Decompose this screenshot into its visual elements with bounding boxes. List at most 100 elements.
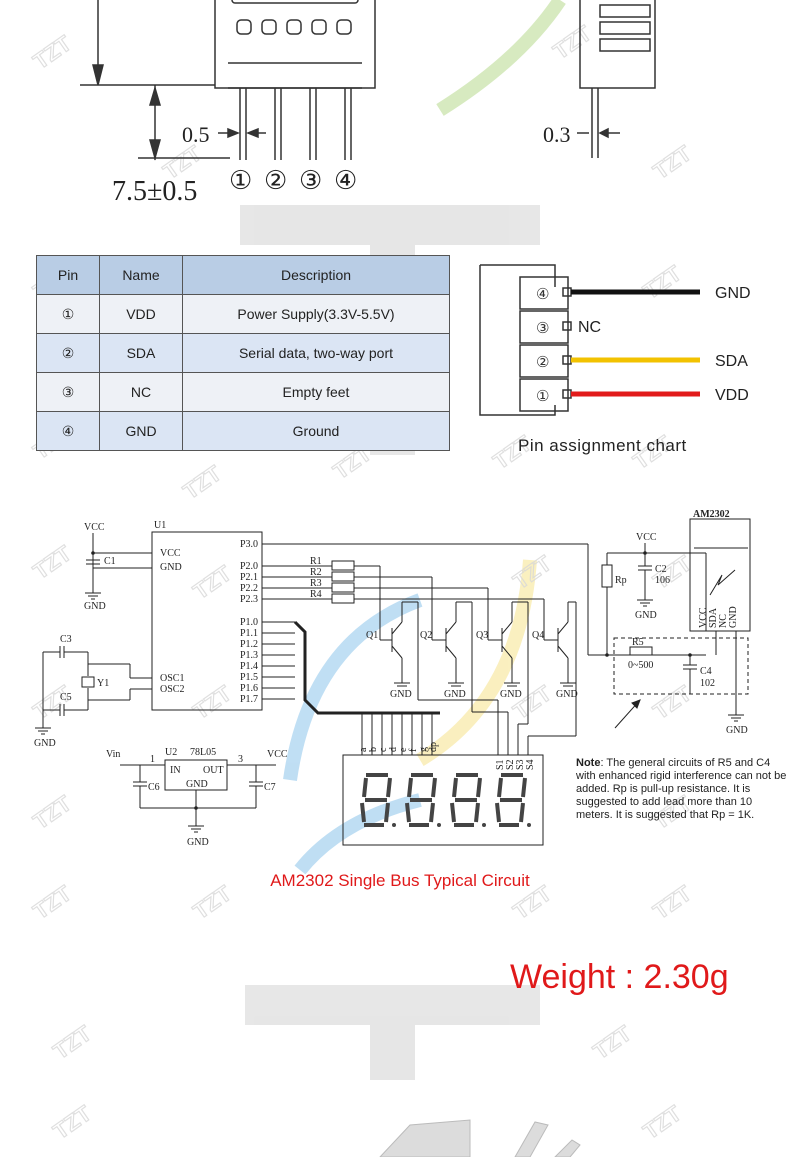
q2-label: Q2 [420, 630, 432, 641]
gnd-label-q3: GND [500, 689, 522, 700]
u2-pin1: 1 [150, 754, 155, 765]
note-text: : The general circuits of R5 and C4 with… [576, 757, 787, 821]
vcc-label-left: VCC [84, 522, 105, 533]
rp-label: Rp [615, 575, 627, 586]
gnd-label-reg: GND [187, 837, 209, 848]
table-row: ④ GND Ground [36, 411, 450, 451]
seg-label-c: c [378, 747, 389, 752]
digit-select-s2: S2 [505, 759, 516, 770]
seg-label-f: f [408, 748, 419, 752]
segment [431, 777, 437, 798]
gnd-label-c1: GND [84, 601, 106, 612]
mcu-label: U1 [154, 520, 166, 531]
row-pin: ① [36, 294, 100, 334]
segment [386, 777, 392, 798]
pin-chart-caption: Pin assignment chart [518, 436, 687, 455]
decimal-point [482, 823, 486, 827]
gnd-label-sensor: GND [726, 725, 748, 736]
vcc-label-right: VCC [636, 532, 657, 543]
u2-out: OUT [203, 765, 224, 776]
pc-pin-4: ④ [536, 285, 549, 303]
segment [452, 777, 458, 798]
segment [450, 802, 456, 823]
mcu-pin-p20: P2.0 [240, 561, 258, 572]
pc-label-gnd: GND [715, 285, 751, 302]
r5-value: 0~500 [628, 660, 653, 671]
u2-pin3: 3 [238, 754, 243, 765]
sensor-pin-nc: NC [718, 614, 729, 628]
mcu-pin-p23: P2.3 [240, 594, 258, 605]
segment [497, 777, 503, 798]
y1-label: Y1 [97, 678, 109, 689]
mcu-pin-p17: P1.7 [240, 694, 258, 705]
mcu-pin-osc1: OSC1 [160, 673, 184, 684]
segment [521, 777, 527, 798]
mcu-pin-p30: P3.0 [240, 539, 258, 550]
header-description: Description [182, 255, 450, 295]
gnd-label-crystal: GND [34, 738, 56, 749]
segment [407, 777, 413, 798]
segment [360, 802, 366, 823]
u2-in: IN [170, 765, 181, 776]
vin-label: Vin [106, 749, 120, 760]
seg-label-dp: dp [428, 742, 439, 752]
row-name: NC [99, 372, 183, 412]
decimal-point [437, 823, 441, 827]
u2-label: U2 [165, 747, 177, 758]
segment [495, 802, 501, 823]
segment [362, 777, 368, 798]
pc-label-nc: NC [578, 319, 601, 336]
pin-assignment-chart: ④ ③ ② ① GND NC SDA VDD [470, 255, 790, 425]
q4-label: Q4 [532, 630, 544, 641]
mcu-pin-vcc: VCC [160, 548, 181, 559]
dim-side-pin-width: 0.3 [543, 122, 571, 147]
circuit-note: Note: The general circuits of R5 and C4 … [576, 757, 788, 822]
table-row: ② SDA Serial data, two-way port [36, 333, 450, 373]
r1-label: R1 [310, 556, 322, 567]
row-name: VDD [99, 294, 183, 334]
mcu-pin-osc2: OSC2 [160, 684, 184, 695]
mcu-pin-p21: P2.1 [240, 572, 258, 583]
q3-label: Q3 [476, 630, 488, 641]
c4-label: C4 [700, 666, 712, 677]
seg-label-e: e [398, 747, 409, 752]
table-row: ① VDD Power Supply(3.3V-5.5V) [36, 294, 450, 334]
circuit-schematic: U1 VCC GND OSC1 OSC2 P3.0 P2.0 P2.1 P2.2… [34, 509, 751, 848]
digit-select-s4: S4 [525, 759, 536, 770]
decimal-point [527, 823, 531, 827]
watermark-tag: TZT [49, 1020, 97, 1064]
row-name: SDA [99, 333, 183, 373]
mcu-right-pins: P3.0 P2.0 P2.1 P2.2 P2.3 P1.0 P1.1 P1.2 … [240, 539, 258, 705]
sensor-dimension-drawing: 0.5 0.3 7.5±0.5 ① ② ③ ④ [80, 0, 656, 207]
row-pin: ③ [36, 372, 100, 412]
mcu-pin-p11: P1.1 [240, 628, 258, 639]
gnd-label-q2: GND [444, 689, 466, 700]
segment [384, 802, 390, 823]
pin-number-2: ② [264, 166, 287, 196]
pc-pin-2: ② [536, 353, 549, 371]
mcu-pin-p13: P1.3 [240, 650, 258, 661]
c2-label: C2 [655, 564, 667, 575]
segment [429, 802, 435, 823]
weight-label: Weight : 2.30g [510, 958, 729, 996]
segment [476, 777, 482, 798]
mcu-pin-p14: P1.4 [240, 661, 258, 672]
c2-value: 106 [655, 575, 670, 586]
header-pin: Pin [36, 255, 100, 295]
row-name: GND [99, 411, 183, 451]
pc-pin-1: ① [536, 387, 549, 405]
mcu-pin-p10: P1.0 [240, 617, 258, 628]
row-description: Power Supply(3.3V-5.5V) [182, 294, 450, 334]
pin-number-3: ③ [299, 166, 322, 196]
q1-label: Q1 [366, 630, 378, 641]
sensor-pin-gnd: GND [728, 606, 739, 628]
c3-label: C3 [60, 634, 72, 645]
mcu-pin-p16: P1.6 [240, 683, 258, 694]
watermark-tag: TZT [589, 1020, 637, 1064]
r5-label: R5 [632, 637, 644, 648]
digit-select-s1: S1 [495, 759, 506, 770]
c4-value: 102 [700, 678, 715, 689]
sensor-label: AM2302 [693, 509, 730, 520]
row-description: Serial data, two-way port [182, 333, 450, 373]
dim-pin-width: 0.5 [182, 122, 210, 147]
